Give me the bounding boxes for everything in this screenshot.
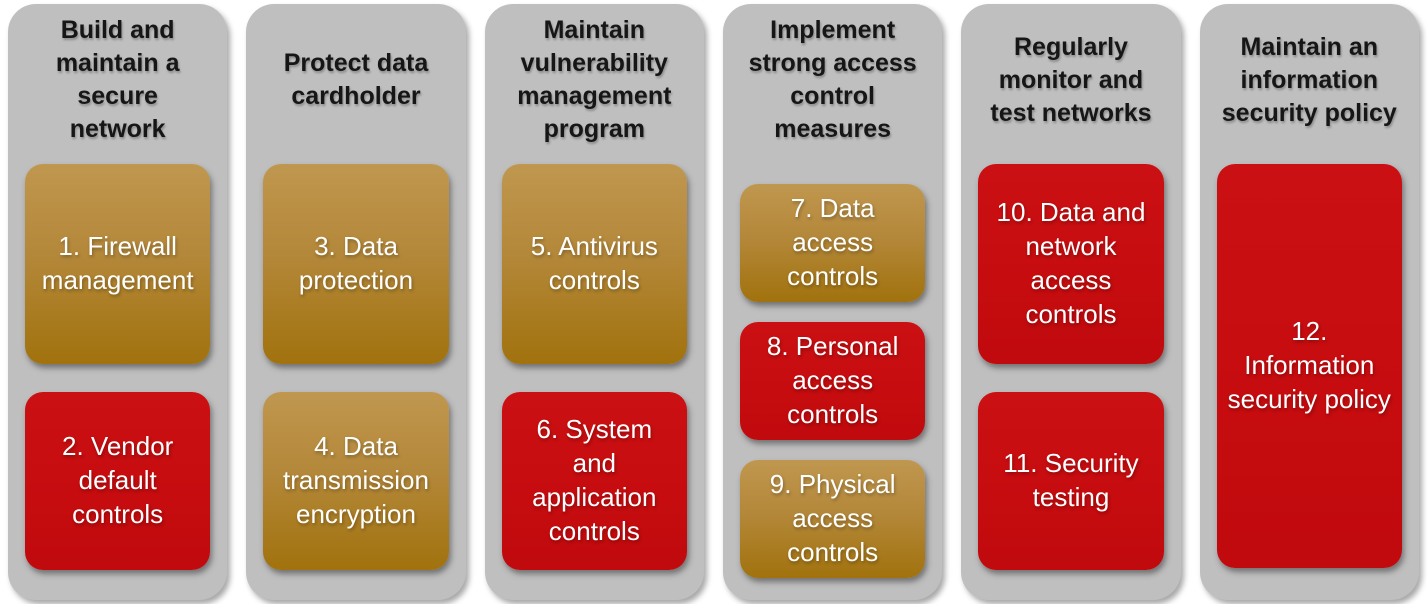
box-3-data-protection: 3. Data protection: [263, 164, 449, 364]
box-5-antivirus-controls: 5. Antivirus controls: [501, 164, 687, 364]
column-boxes: 10. Data and network access controls 11.…: [978, 164, 1164, 570]
box-4-data-transmission-encryption: 4. Data transmission encryption: [263, 392, 449, 570]
column-header: Protect data cardholder: [283, 49, 429, 110]
box-label: 9. Physical access controls: [769, 469, 896, 567]
box-10-data-network-access-controls: 10. Data and network access controls: [978, 164, 1164, 364]
column-boxes: 12. Information security policy: [1216, 164, 1402, 568]
column-boxes: 7. Data access controls 8. Personal acce…: [739, 184, 926, 578]
box-2-vendor-default-controls: 2. Vendor default controls: [25, 392, 211, 570]
column-header: Maintain an information security policy: [1221, 32, 1397, 127]
box-label: 7. Data access controls: [787, 193, 879, 291]
column-header: Build and maintain a secure network: [55, 16, 180, 143]
box-8-personal-access-controls: 8. Personal access controls: [739, 322, 926, 440]
column-protect-data-cardholder: Protect data cardholder 3. Data protecti…: [246, 4, 466, 600]
box-1-firewall-management: 1. Firewall management: [25, 164, 211, 364]
box-6-system-application-controls: 6. System and application controls: [501, 392, 687, 570]
box-label: 4. Data transmission encryption: [283, 431, 429, 529]
column-monitor-test-networks: Regularly monitor and test networks 10. …: [961, 4, 1181, 600]
box-label: 1. Firewall management: [41, 231, 194, 295]
column-header: Regularly monitor and test networks: [990, 32, 1152, 127]
box-9-physical-access-controls: 9. Physical access controls: [739, 460, 926, 578]
box-label: 10. Data and network access controls: [996, 197, 1146, 329]
box-11-security-testing: 11. Security testing: [978, 392, 1164, 570]
column-boxes: 1. Firewall management 2. Vendor default…: [25, 164, 211, 570]
box-7-data-access-controls: 7. Data access controls: [739, 184, 926, 302]
column-information-security-policy: Maintain an information security policy …: [1199, 4, 1419, 600]
box-label: 8. Personal access controls: [766, 331, 899, 429]
box-label: 6. System and application controls: [532, 414, 657, 546]
box-label: 5. Antivirus controls: [530, 231, 658, 295]
column-access-control-measures: Implement strong access control measures…: [722, 4, 943, 600]
box-label: 3. Data protection: [298, 231, 414, 295]
box-label: 2. Vendor default controls: [62, 431, 174, 529]
column-vulnerability-management: Maintain vulnerability management progra…: [484, 4, 704, 600]
box-label: 12. Information security policy: [1227, 316, 1391, 414]
box-12-information-security-policy: 12. Information security policy: [1216, 164, 1402, 568]
column-build-secure-network: Build and maintain a secure network 1. F…: [8, 4, 228, 600]
column-header: Implement strong access control measures: [748, 16, 917, 143]
box-label: 11. Security testing: [1003, 448, 1139, 512]
column-boxes: 3. Data protection 4. Data transmission …: [263, 164, 449, 570]
column-header: Maintain vulnerability management progra…: [517, 16, 672, 143]
column-boxes: 5. Antivirus controls 6. System and appl…: [501, 164, 687, 570]
